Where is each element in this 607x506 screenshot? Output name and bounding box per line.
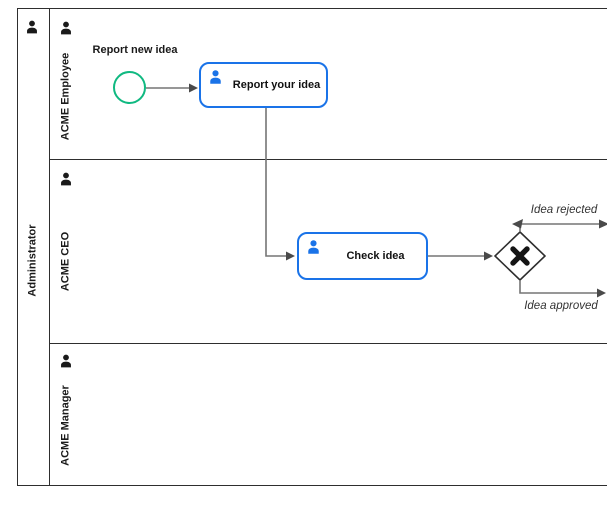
lane-acme-employee[interactable] xyxy=(50,8,607,159)
flow-label-idea-approved[interactable]: Idea approved xyxy=(524,300,598,312)
person-icon xyxy=(59,353,73,369)
sequence-flow-check-to-gateway[interactable] xyxy=(428,251,493,261)
user-icon xyxy=(208,69,223,85)
person-icon xyxy=(25,19,39,35)
x-marker-icon xyxy=(510,246,530,266)
lane-acme-ceo[interactable] xyxy=(50,159,607,343)
lane-acme-manager[interactable] xyxy=(50,343,607,486)
flow-label-idea-rejected[interactable]: Idea rejected xyxy=(530,204,598,216)
start-event-label[interactable]: Report new idea xyxy=(92,44,178,56)
person-icon xyxy=(59,20,73,36)
sequence-flow-report-to-check[interactable] xyxy=(265,108,295,261)
user-task-report-your-idea[interactable]: Report your idea xyxy=(199,62,328,108)
lane-divider xyxy=(49,343,607,344)
exclusive-gateway[interactable] xyxy=(493,230,547,282)
pool-header[interactable] xyxy=(17,8,50,486)
sequence-flow-idea-approved[interactable] xyxy=(519,281,606,298)
user-task-check-idea[interactable]: Check idea xyxy=(297,232,428,280)
person-icon xyxy=(59,171,73,187)
sequence-flow-start-to-report[interactable] xyxy=(146,83,198,93)
task-label: Check idea xyxy=(346,250,405,262)
lane-divider xyxy=(49,159,607,160)
sequence-flow-idea-rejected[interactable] xyxy=(512,219,607,231)
user-icon xyxy=(306,239,321,255)
task-label: Report your idea xyxy=(232,79,321,91)
start-event[interactable] xyxy=(113,71,146,104)
